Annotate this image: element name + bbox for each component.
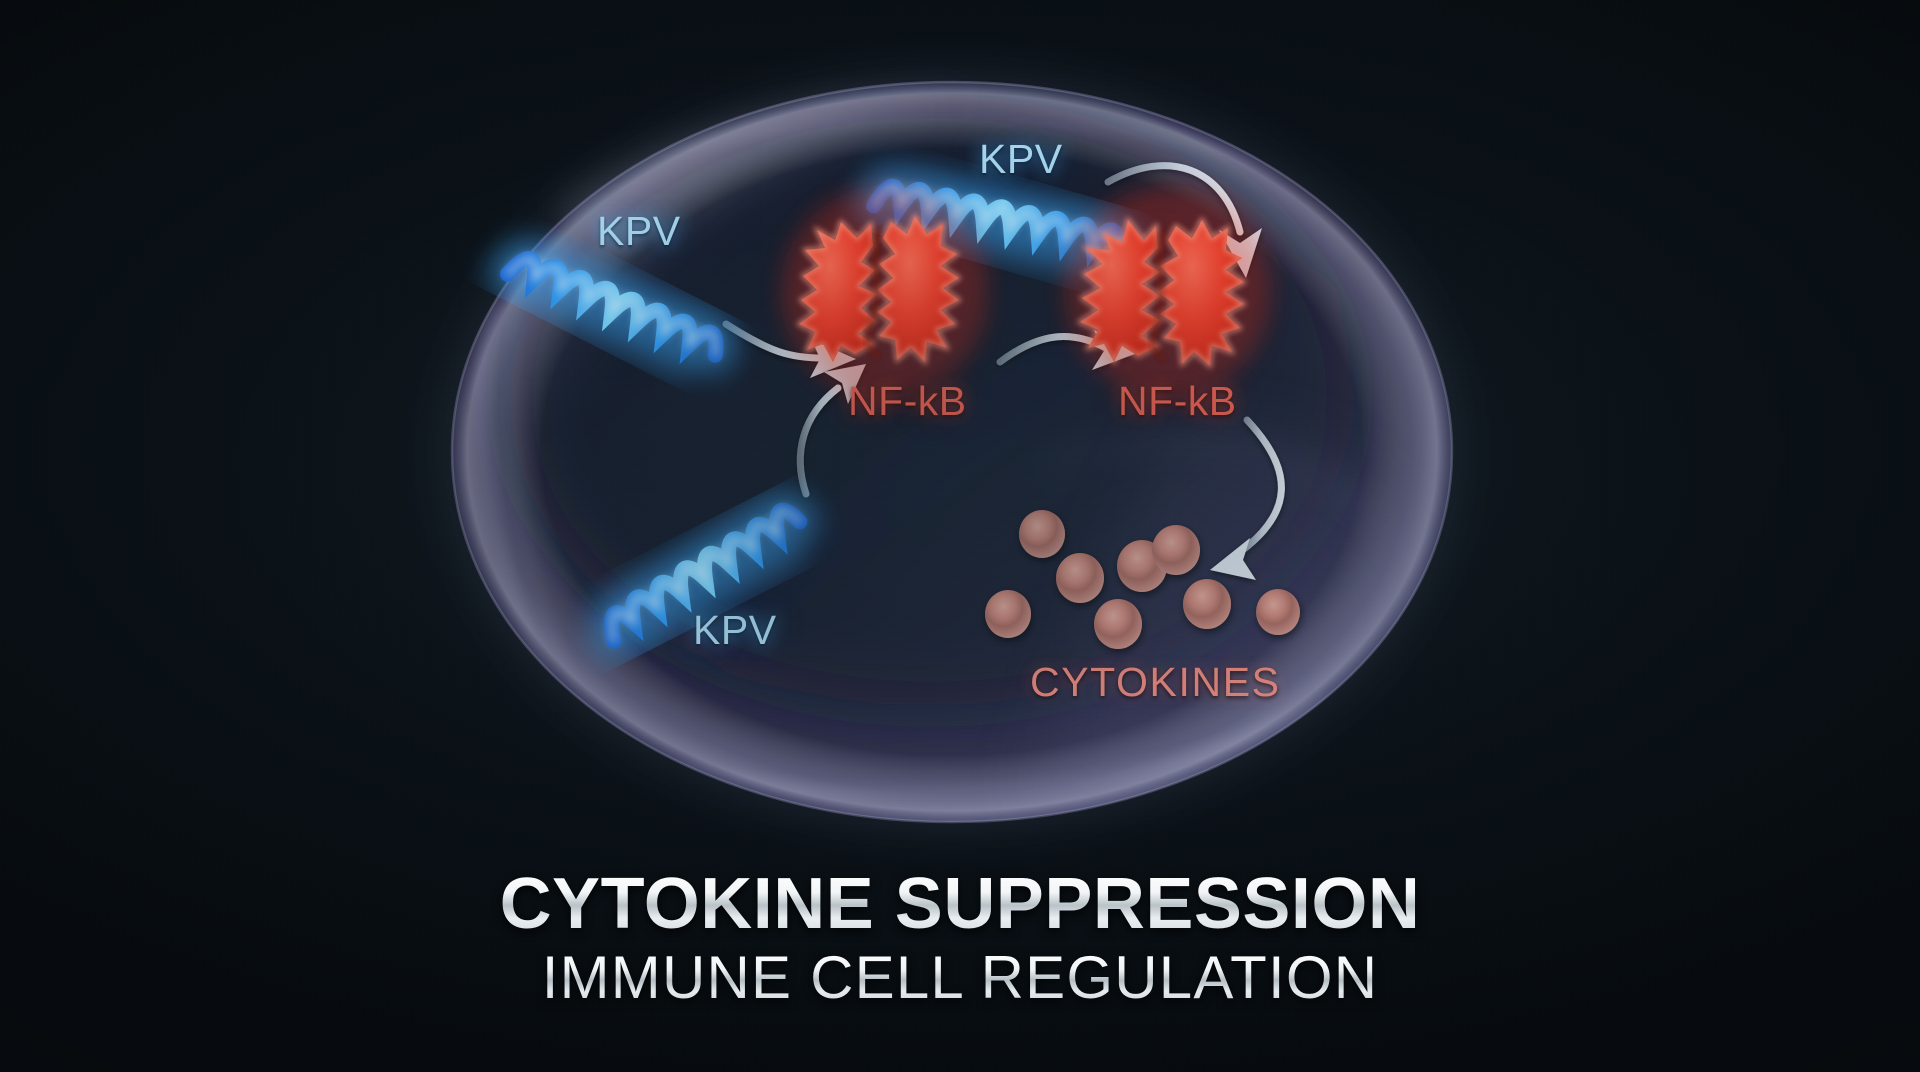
cytokine-sphere (985, 590, 1031, 638)
label-kpv-left: KPV (597, 208, 681, 254)
cytokine-cluster (985, 510, 1300, 649)
label-nfkb-right: NF-kB (1118, 378, 1237, 424)
label-cytokines: CYTOKINES (1030, 659, 1281, 705)
title-block: CYTOKINE SUPPRESSION IMMUNE CELL REGULAT… (0, 868, 1920, 1008)
cytokine-sphere (1094, 599, 1142, 649)
page-title: CYTOKINE SUPPRESSION (0, 868, 1920, 940)
label-kpv-bottom: KPV (693, 607, 777, 653)
label-nfkb-left: NF-kB (848, 378, 967, 424)
cytokine-sphere (1019, 510, 1065, 558)
label-kpv-top: KPV (979, 136, 1063, 182)
cytokine-sphere (1183, 579, 1231, 629)
cytokine-sphere (1056, 553, 1104, 603)
cytokine-sphere (1152, 525, 1200, 575)
page-subtitle: IMMUNE CELL REGULATION (0, 948, 1920, 1008)
cytokine-sphere (1256, 589, 1300, 635)
